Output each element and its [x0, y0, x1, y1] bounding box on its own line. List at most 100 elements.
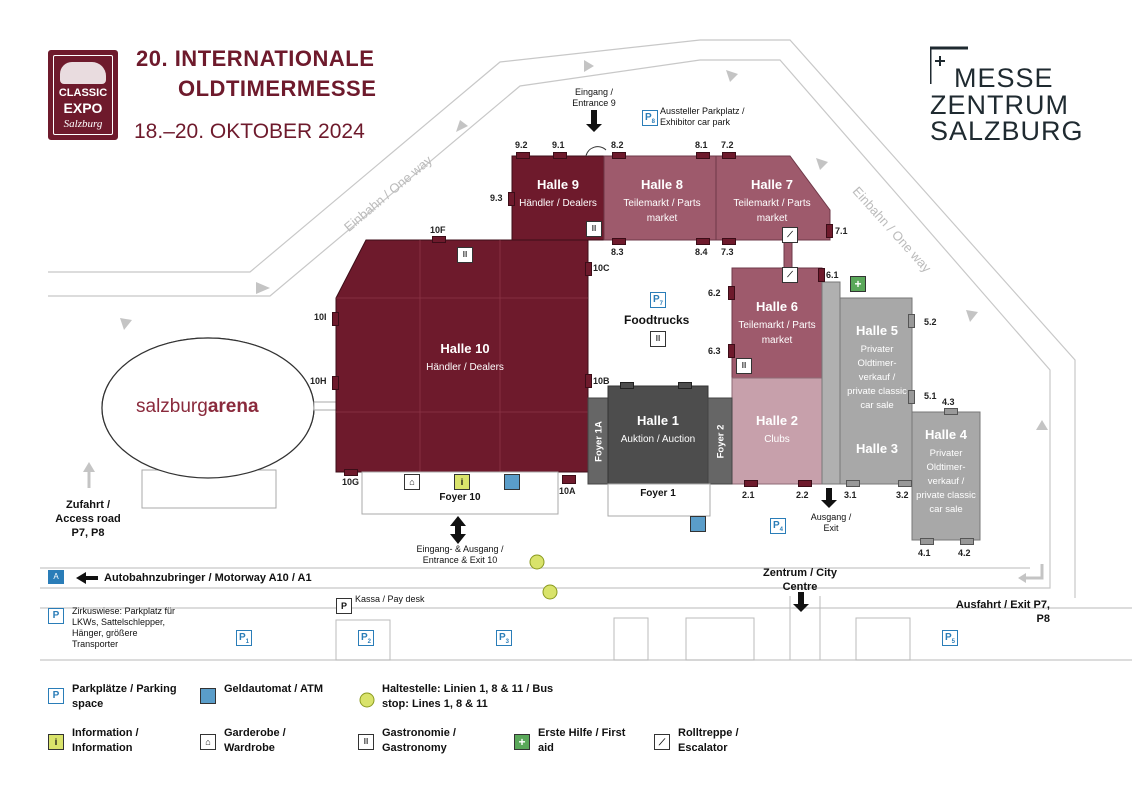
halle4-label[interactable]: Halle 4 Privater Oldtimer-verkauf / priv… — [914, 428, 978, 516]
door-label-6-2: 6.2 — [708, 288, 721, 298]
logo-text-salzburg: Salzburg — [63, 118, 103, 130]
atm-icon-foyer10 — [504, 474, 520, 490]
door-5-2 — [908, 314, 915, 328]
halle2-sub: Clubs — [764, 434, 790, 445]
door-label-8-2: 8.2 — [611, 140, 624, 150]
parking-p2-icon[interactable]: P2 — [358, 630, 374, 646]
foyer10-label: Foyer 10 — [439, 492, 481, 503]
door-label-10g: 10G — [342, 477, 360, 487]
halle10-name: Halle 10 — [440, 341, 490, 356]
halle6-label[interactable]: Halle 6 Teilemarkt / Parts market — [736, 300, 818, 348]
halle5-sub: Privater Oldtimer-verkauf / private clas… — [847, 344, 907, 411]
halle7-name: Halle 7 — [751, 177, 793, 192]
gastronomy-icon-h10: ǀǀ — [457, 247, 473, 263]
halle10-label[interactable]: Halle 10 Händler / Dealers — [410, 342, 520, 375]
door-label-7-3: 7.3 — [721, 247, 734, 257]
door-label-7-2: 7.2 — [721, 140, 734, 150]
door-8-3 — [612, 238, 626, 245]
exit-label: Ausgang / Exit — [810, 512, 852, 533]
door-label-5-1: 5.1 — [924, 391, 937, 401]
parking-p4-icon[interactable]: P4 — [770, 518, 786, 534]
event-dates: 18.–20. OKTOBER 2024 — [134, 120, 365, 143]
halle3-name: Halle 3 — [856, 441, 898, 456]
door-10h — [332, 376, 339, 390]
door-4-3 — [944, 408, 958, 415]
foyer1-label: Foyer 1 — [640, 488, 676, 499]
motorway-label: Autobahnzubringer / Motorway A10 / A1 — [104, 572, 312, 584]
brand-line2: ZENTRUM — [930, 90, 1069, 120]
door-label-2-1: 2.1 — [742, 490, 755, 500]
halle9-label[interactable]: Halle 9 Händler / Dealers — [516, 178, 600, 211]
door-label-8-3: 8.3 — [611, 247, 624, 257]
circus-meadow-label: Zirkuswiese: Parkplatz für LKWs, Sattels… — [72, 606, 176, 649]
door-3-2 — [898, 480, 912, 487]
halle7-label[interactable]: Halle 7 Teilemarkt / Parts market — [730, 178, 814, 226]
parking-p7-icon[interactable]: P7 — [650, 292, 666, 308]
halle8-sub: Teilemarkt / Parts market — [623, 198, 701, 224]
halle6-name: Halle 6 — [756, 299, 798, 314]
halle2-label[interactable]: Halle 2 Clubs — [736, 414, 818, 447]
parking-p7-num: 7 — [659, 301, 663, 307]
gastronomy-icon-h9: ǀǀ — [586, 221, 602, 237]
brand-line1: MESSE — [954, 63, 1054, 93]
halle9-sub: Händler / Dealers — [519, 198, 597, 209]
city-centre-label: Zentrum / City Centre — [763, 567, 837, 593]
door-label-7-1: 7.1 — [835, 226, 848, 236]
classic-expo-logo: CLASSIC EXPO Salzburg — [48, 50, 118, 140]
halle8-label[interactable]: Halle 8 Teilemarkt / Parts market — [620, 178, 704, 226]
door-label-9-1: 9.1 — [552, 140, 565, 150]
door-label-6-1: 6.1 — [826, 270, 839, 280]
entrance9-label: Eingang / Entrance 9 — [572, 87, 616, 108]
first-aid-icon-map: + — [850, 276, 866, 292]
pay-desk-icon: P — [336, 598, 352, 614]
door-8-2 — [612, 152, 626, 159]
foodtrucks-label: Foodtrucks — [624, 313, 690, 327]
parking-p5-num: 5 — [951, 639, 955, 645]
door-label-6-3: 6.3 — [708, 346, 721, 356]
parking-p1-num: 1 — [245, 639, 249, 645]
halle3-label[interactable]: Halle 3 — [846, 442, 908, 460]
halle10-sub: Händler / Dealers — [426, 362, 504, 373]
door-5-1 — [908, 390, 915, 404]
door-label-3-1: 3.1 — [844, 490, 857, 500]
exit-p78-label: Ausfahrt / Exit P7, P8 — [955, 599, 1050, 625]
legend-parking-icon: P — [48, 688, 64, 704]
parking-p5-icon[interactable]: P5 — [942, 630, 958, 646]
door-10i — [332, 312, 339, 326]
door-label-10i: 10I — [314, 312, 327, 322]
halle8-name: Halle 8 — [641, 177, 683, 192]
arena-label: salzburgarena — [136, 396, 259, 418]
escalator-icon-h6: ⟋ — [782, 267, 798, 283]
door-label-4-3: 4.3 — [942, 397, 955, 407]
legend-info: Information / Information — [72, 727, 139, 754]
halle5-name: Halle 5 — [856, 323, 898, 338]
halle1-label[interactable]: Halle 1 Auktion / Auction — [610, 414, 706, 447]
parking-p8-icon[interactable]: P8 — [642, 110, 658, 126]
event-title-line2: OLDTIMERMESSE — [178, 76, 377, 101]
parking-p3-icon[interactable]: P3 — [496, 630, 512, 646]
legend-first-aid-icon: + — [514, 734, 530, 750]
info-icon-map: i — [454, 474, 470, 490]
legend-wardrobe-icon: ⌂ — [200, 734, 216, 750]
halle2-name: Halle 2 — [756, 413, 798, 428]
door-2-1 — [744, 480, 758, 487]
halle9-name: Halle 9 — [537, 177, 579, 192]
parking-p1-icon[interactable]: P1 — [236, 630, 252, 646]
legend-parking: Parkplätze / Parking space — [72, 683, 177, 710]
escalator-icon-h7: ⟋ — [782, 227, 798, 243]
door-2-2 — [798, 480, 812, 487]
halle5-label[interactable]: Halle 5 Privater Oldtimer-verkauf / priv… — [846, 324, 908, 412]
door-9-3 — [508, 192, 515, 206]
legend-cloak: Garderobe / Wardrobe — [224, 727, 286, 754]
door-8-1 — [696, 152, 710, 159]
door-6-1 — [818, 268, 825, 282]
door-label-3-2: 3.2 — [896, 490, 909, 500]
halle7-sub: Teilemarkt / Parts market — [733, 198, 811, 224]
wardrobe-icon-map: ⌂ — [404, 474, 420, 490]
access-road-label: Zufahrt / Access road P7, P8 — [55, 499, 121, 539]
door-label-4-2: 4.2 — [958, 548, 971, 558]
logo-text-classic: CLASSIC — [58, 87, 108, 99]
door-label-9-2: 9.2 — [515, 140, 528, 150]
door-h1-b — [678, 382, 692, 389]
